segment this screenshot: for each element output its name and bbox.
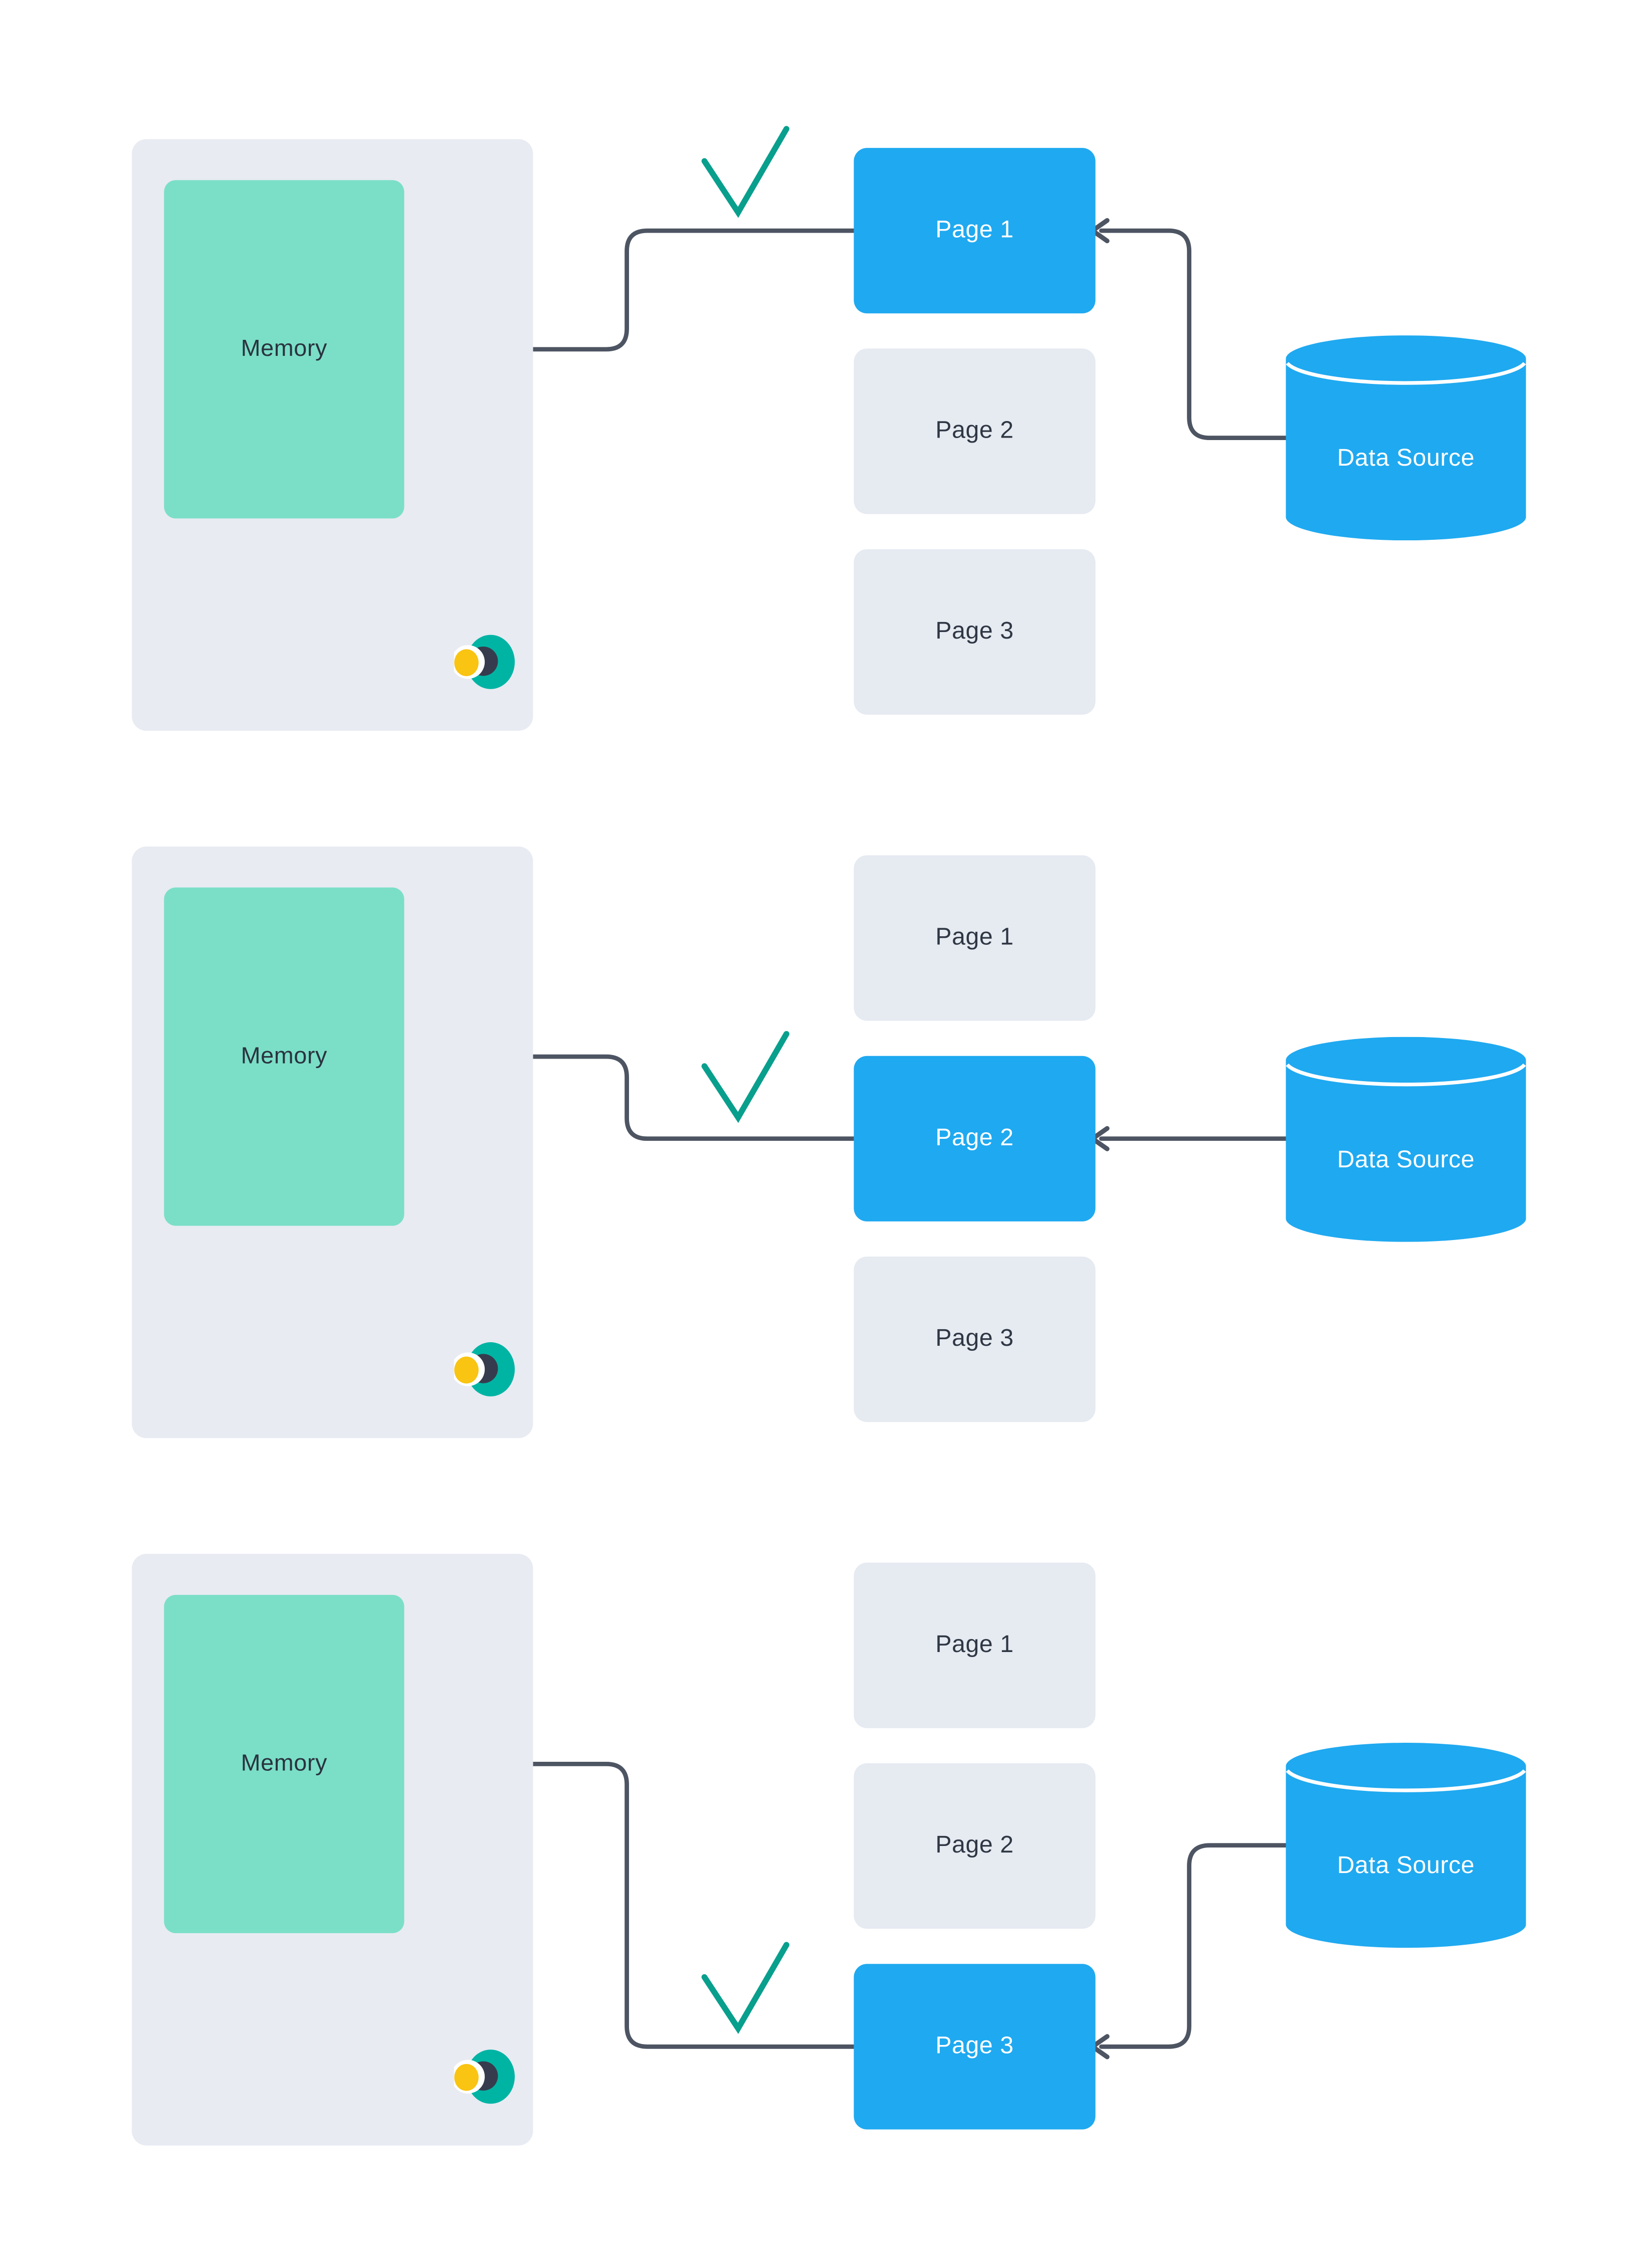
memory-box: Memory: [164, 180, 404, 519]
crescent-moon-logo: [451, 1341, 516, 1397]
page-box: Page 2: [854, 1056, 1096, 1221]
memory-label: Memory: [241, 1751, 327, 1776]
page-label: Page 2: [935, 417, 1014, 444]
crescent-moon-logo: [451, 634, 516, 690]
data-source-cylinder: Data Source: [1286, 335, 1526, 541]
memory-label: Memory: [241, 1043, 327, 1069]
connector-datasource-to-page1: [1099, 228, 1291, 441]
memory-box: Memory: [164, 887, 404, 1226]
page-label: Page 3: [935, 2032, 1014, 2060]
page-box: Page 2: [854, 348, 1096, 514]
page-box: Page 1: [854, 148, 1096, 314]
page-box: Page 3: [854, 1964, 1096, 2130]
page-label: Page 1: [935, 217, 1014, 244]
memory-panel-3: Memory: [131, 1554, 533, 2146]
check-icon: [701, 1942, 789, 2034]
crescent-moon-logo: [451, 2049, 516, 2105]
page-label: Page 2: [935, 1125, 1014, 1151]
memory-panel-1: Memory: [131, 139, 533, 731]
datasource-label: Data Source: [1337, 1853, 1475, 1879]
page-label: Page 3: [935, 618, 1014, 645]
page-box: Page 3: [854, 1256, 1096, 1422]
page-label: Page 3: [935, 1325, 1014, 1352]
check-icon: [701, 1031, 789, 1123]
memory-box: Memory: [164, 1594, 404, 1933]
page-box: Page 1: [854, 855, 1096, 1021]
data-source-cylinder: Data Source: [1286, 1743, 1526, 1948]
data-source-cylinder: Data Source: [1286, 1037, 1526, 1242]
page-box: Page 3: [854, 549, 1096, 715]
datasource-label: Data Source: [1337, 1146, 1475, 1173]
page-label: Page 1: [935, 1631, 1014, 1658]
page-label: Page 1: [935, 924, 1014, 951]
connector-datasource-to-page3: [1099, 1843, 1291, 2049]
check-icon: [701, 126, 789, 218]
memory-label: Memory: [241, 336, 327, 361]
page-box: Page 1: [854, 1562, 1096, 1728]
page-box: Page 2: [854, 1763, 1096, 1929]
memory-panel-2: Memory: [131, 846, 533, 1438]
page-label: Page 2: [935, 1832, 1014, 1859]
datasource-label: Data Source: [1337, 445, 1475, 472]
